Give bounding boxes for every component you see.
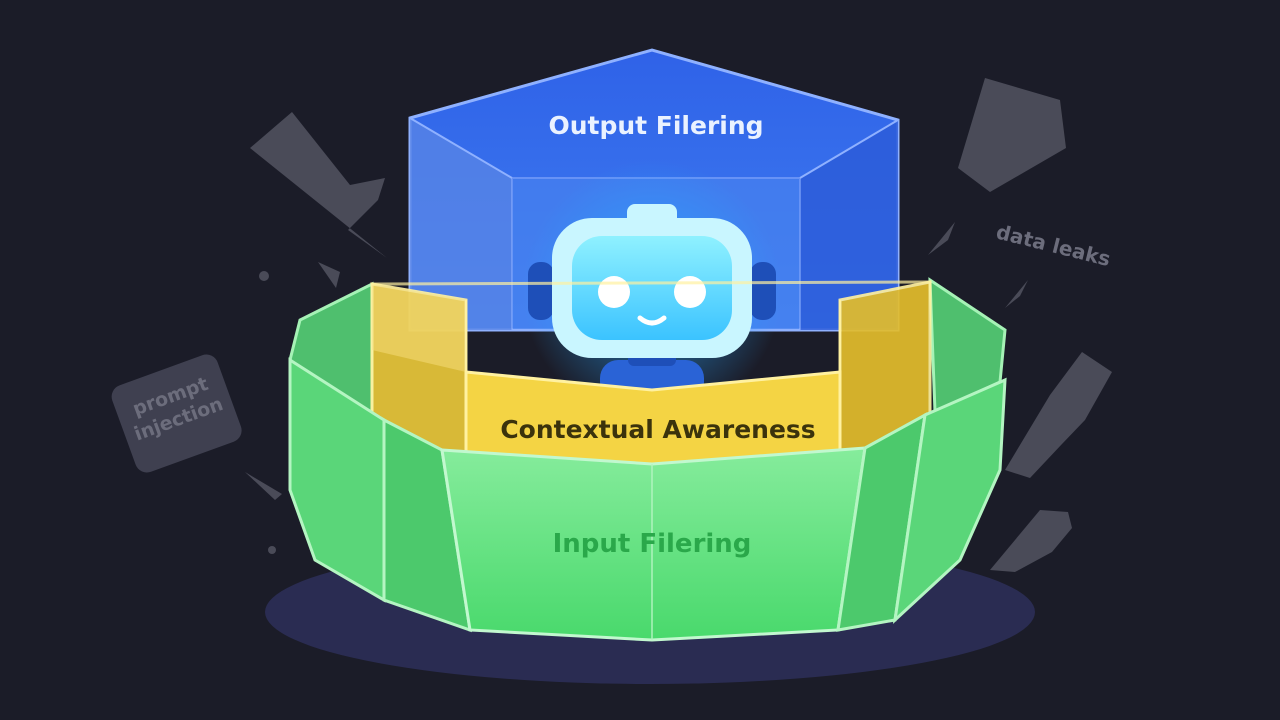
debris-dot-2 <box>268 546 276 554</box>
robot-smile <box>637 315 667 326</box>
debris-shard-right-mid <box>1005 352 1112 478</box>
debris-dot-1 <box>259 271 269 281</box>
debris-spike-2 <box>245 472 282 500</box>
data-leaks-label: data leaks <box>994 220 1113 272</box>
output-layer-label: Output Filering <box>548 111 763 140</box>
input-layer-right-outer <box>892 377 1007 624</box>
debris-shard-right-low <box>990 510 1072 572</box>
contextual-layer-label: Contextual Awareness <box>500 415 815 444</box>
input-layer-label: Input Filering <box>553 529 752 559</box>
robot-ear-right <box>750 262 776 320</box>
debris-shards <box>245 78 1112 572</box>
debris-spike-3 <box>928 222 955 255</box>
robot-ear-left <box>528 262 554 320</box>
robot-screen <box>572 236 732 340</box>
prompt-injection-tag: prompt injection <box>111 354 242 473</box>
output-layer-inner-right <box>800 120 898 330</box>
input-layer-left-outer <box>288 357 386 603</box>
robot-eye-left <box>598 276 630 308</box>
debris-spike-1 <box>318 262 340 288</box>
debris-spike-4 <box>1005 280 1028 308</box>
debris-shard-top-right <box>958 78 1066 192</box>
contextual-layer: Contextual Awareness <box>370 280 932 473</box>
debris-shard-left-large <box>250 112 387 258</box>
robot-eye-right <box>674 276 706 308</box>
robot-assistant <box>522 160 782 420</box>
input-layer: Input Filering <box>288 357 1007 642</box>
output-layer-inner-left <box>410 118 512 330</box>
